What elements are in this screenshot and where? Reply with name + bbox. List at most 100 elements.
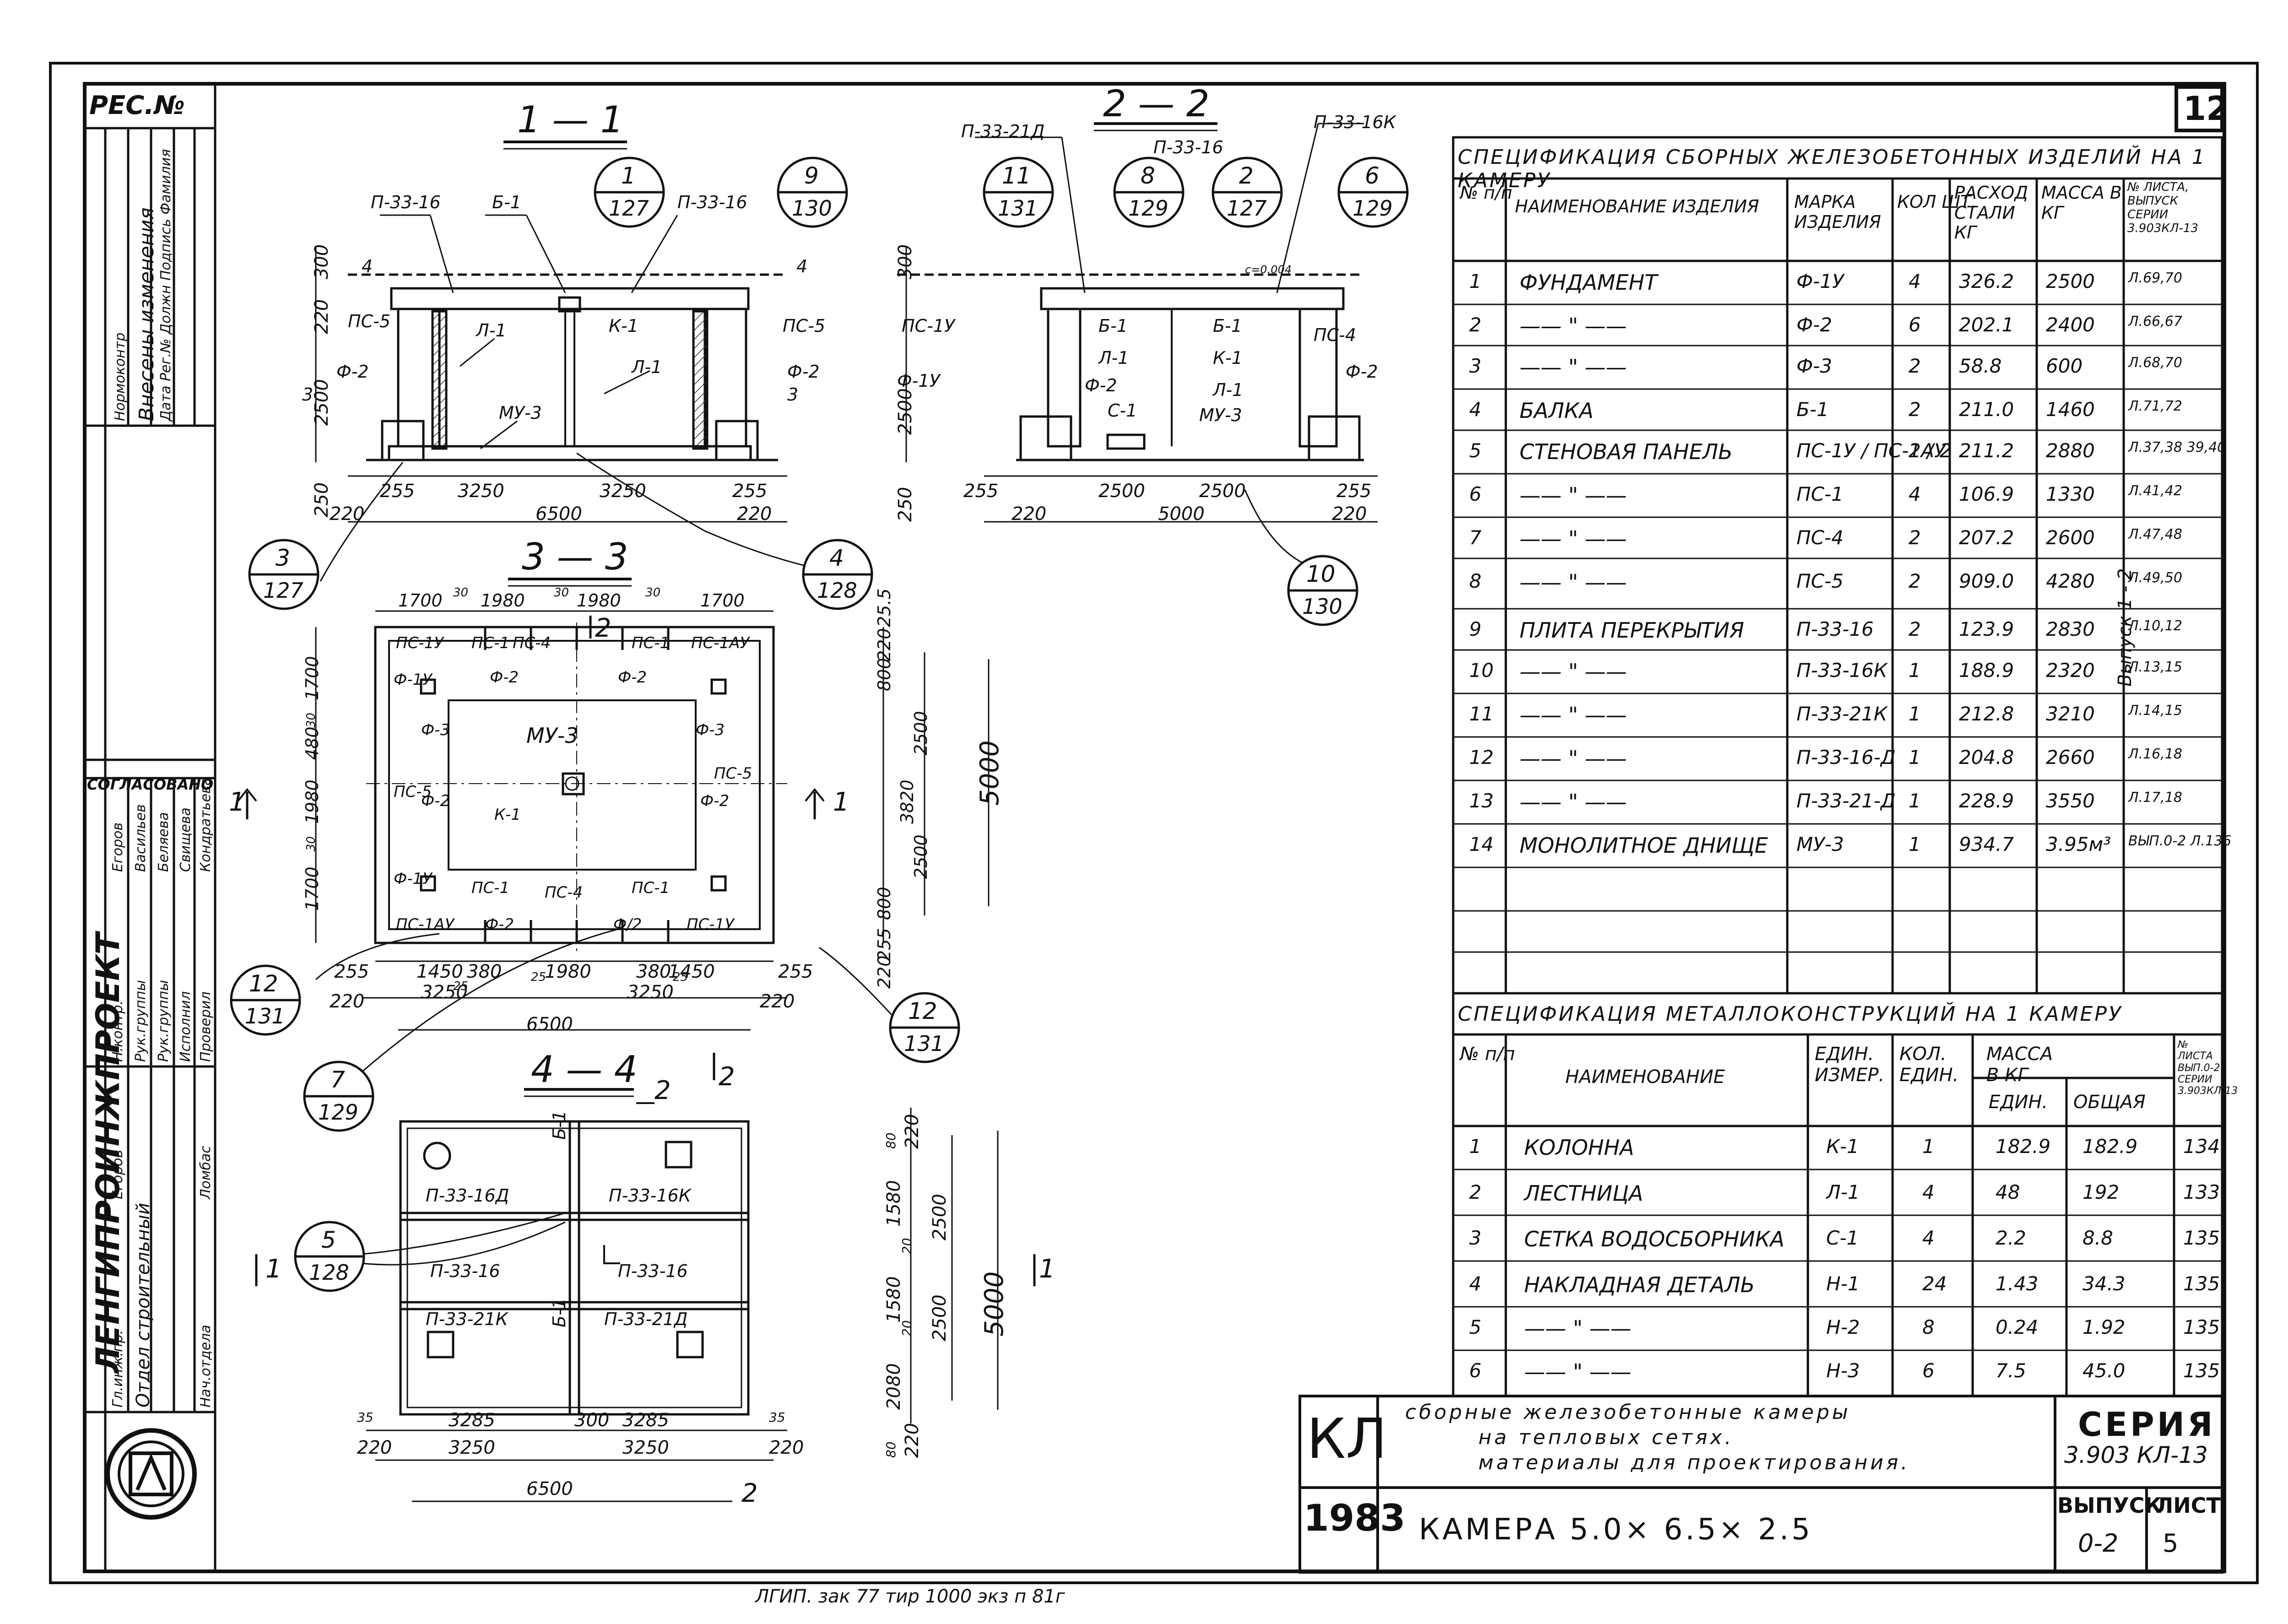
section-3-3-label: ПС-1 <box>632 634 670 652</box>
stamp-chamber: КАМЕРА 5.0× 6.5× 2.5 <box>1419 1513 1813 1547</box>
spec1-cell: —— " —— <box>1520 355 1627 379</box>
section-1-1-label: 4 <box>362 256 373 276</box>
callout-sheet: 130 <box>1302 594 1342 619</box>
spec1-cell: Ф-1У <box>1796 270 1844 292</box>
section-2-2-label: Ф-2 <box>1085 375 1117 395</box>
spec1-cell: Л.66,67 <box>2128 314 2182 330</box>
spec1-cell: 2600 <box>2046 526 2095 549</box>
spec1-cell: ПС-5 <box>1796 570 1844 592</box>
cut-mark: 1 <box>833 787 849 817</box>
section-title-1-1: 1 — 1 <box>517 98 624 141</box>
section-1-1-label: 3 <box>787 384 799 405</box>
spec1-cell: Л.14,15 <box>2128 703 2182 719</box>
section-3-3-dim: 30 <box>554 586 569 600</box>
spec1-cell: 7 <box>1469 526 1482 549</box>
spec1-cell: 1460 <box>2046 398 2095 421</box>
section-2-2-label: П-33-16 <box>1153 137 1223 157</box>
spec1-cell: —— " —— <box>1520 483 1627 508</box>
section-3-3-dim: 3250 <box>421 982 468 1003</box>
spec2-cell: Н-2 <box>1826 1316 1860 1338</box>
section-3-3-label: ПС-5 <box>394 783 432 801</box>
section-1-1-dim: 2500 <box>311 379 332 426</box>
section-2-2-dim: 250 <box>895 487 916 522</box>
section-4-4-dim: 3285 <box>622 1410 669 1431</box>
spec2-header-cell: МАССА В КГ <box>1986 1044 2053 1086</box>
section-3-3-dim: 25 <box>673 970 688 984</box>
callout-sheet: 127 <box>609 196 649 221</box>
section-1-1-dim: 300 <box>311 244 332 279</box>
callout-number: 7 <box>330 1066 345 1093</box>
section-4-4-dim: 2080 <box>883 1363 904 1410</box>
spec2-cell: 192 <box>2082 1181 2120 1203</box>
spec1-cell: 106.9 <box>1959 483 2014 505</box>
spec1-cell: 3210 <box>2046 703 2095 725</box>
spec1-cell: 188.9 <box>1959 659 2014 682</box>
spec2-cell: КОЛОННА <box>1524 1135 1634 1160</box>
spec1-cell: 11 <box>1469 703 1494 725</box>
stamp-kl: КЛ <box>1307 1407 1387 1471</box>
spec2-header-cell: НАИМЕНОВАНИЕ <box>1565 1066 1725 1088</box>
spec2-cell: 2 <box>1469 1181 1482 1203</box>
section-3-3-label: ПС-1 <box>471 879 510 897</box>
spec2-cell: 182.9 <box>2082 1135 2138 1158</box>
section-4-4-dim: 3285 <box>449 1410 495 1431</box>
signer-name-0: Егоров <box>110 822 126 872</box>
section-3-3-dim: 2500 <box>911 711 931 755</box>
spec1-cell: ПС-4 <box>1796 526 1844 549</box>
section-2-2-label: С-1 <box>1108 401 1137 421</box>
spec1-header-cell: № ЛИСТА, ВЫПУСК СЕРИИ 3.903КЛ-13 <box>2127 180 2198 235</box>
spec2-cell: 135 <box>2183 1227 2220 1249</box>
section-2-2-label: Л-1 <box>1213 380 1244 400</box>
spec1-title: СПЕЦИФИКАЦИЯ СБОРНЫХ ЖЕЛЕЗОБЕТОННЫХ ИЗДЕ… <box>1458 146 2207 192</box>
spec2-cell: 1 <box>1922 1135 1935 1158</box>
section-3-3-label: ПС-1 <box>632 879 670 897</box>
left-stamp-lines <box>85 84 216 1571</box>
section-3-3-label: ПС-1АУ <box>691 634 750 652</box>
callout-number: 8 <box>1141 162 1155 189</box>
section-3-3-label: Ф-2 <box>490 668 519 687</box>
section-title-4-4: 4 — 4 <box>531 1048 638 1091</box>
section-title-3-3: 3 — 3 <box>522 536 628 578</box>
spec1-cell: 2500 <box>2046 270 2095 292</box>
stamp-issue-label: ВЫПУСК <box>2057 1493 2162 1518</box>
section-3-3-dim: 1700 <box>302 656 322 700</box>
spec2-cell: 2.2 <box>1996 1227 2026 1249</box>
outer-frame <box>49 62 2259 1584</box>
section-3-3-dim: 1980 <box>481 590 525 611</box>
spec1-header-cell: МАРКА ИЗДЕЛИЯ <box>1794 192 1881 232</box>
signer-name-7: Ломбас <box>198 1146 214 1199</box>
section-3-3-label: Ф-1У <box>394 671 432 689</box>
spec1-cell: Л.17,18 <box>2128 790 2182 806</box>
section-1-1-label: Ф-2 <box>787 362 820 382</box>
section-2-2-label: Ф-1У <box>897 371 940 391</box>
spec1-cell: 4 <box>1469 398 1482 421</box>
signer-name-3: Свищева <box>178 807 194 872</box>
spec1-cell: ПС-1У / ПС-1АУ <box>1796 439 1946 462</box>
section-3-3-dim: 2500 <box>911 834 931 879</box>
spec2-cell: 4 <box>1469 1272 1482 1295</box>
section-3-3-dim: 800 <box>874 887 894 920</box>
section-2-2-dim: 2500 <box>895 388 916 435</box>
section-1-1-label: П-33-16 <box>371 192 441 212</box>
spec1-cell: 13 <box>1469 790 1494 812</box>
spec1-cell: 6 <box>1909 314 1921 336</box>
ref-label: РЕС.№ <box>89 91 185 120</box>
spec1-cell: ПЛИТА ПЕРЕКРЫТИЯ <box>1520 618 1744 643</box>
title-block-grid <box>1298 1395 2223 1574</box>
section-4-4-dim: 35 <box>357 1410 373 1425</box>
org-logo <box>105 1428 197 1520</box>
section-3-3-label: ПС-4 <box>513 634 551 652</box>
spec1-cell: 1 <box>1909 790 1921 812</box>
spec2-cell: 5 <box>1469 1316 1482 1338</box>
section-3-3-dim: 1980 <box>302 780 322 824</box>
spec1-cell: 934.7 <box>1959 833 2014 855</box>
spec1-cell: 3550 <box>2046 790 2095 812</box>
section-1-1-label: Л-1 <box>476 320 507 341</box>
spec1-cell: 202.1 <box>1959 314 2014 336</box>
spec1-cell: Б-1 <box>1796 398 1829 421</box>
section-3-3-dim: 25 <box>453 980 469 993</box>
spec1-cell: П-33-16 <box>1796 618 1874 640</box>
spec1-cell: 4280 <box>2046 570 2095 592</box>
section-2-2-label: ПС-4 <box>1314 325 1356 345</box>
spec1-cell: 1 <box>1909 746 1921 769</box>
